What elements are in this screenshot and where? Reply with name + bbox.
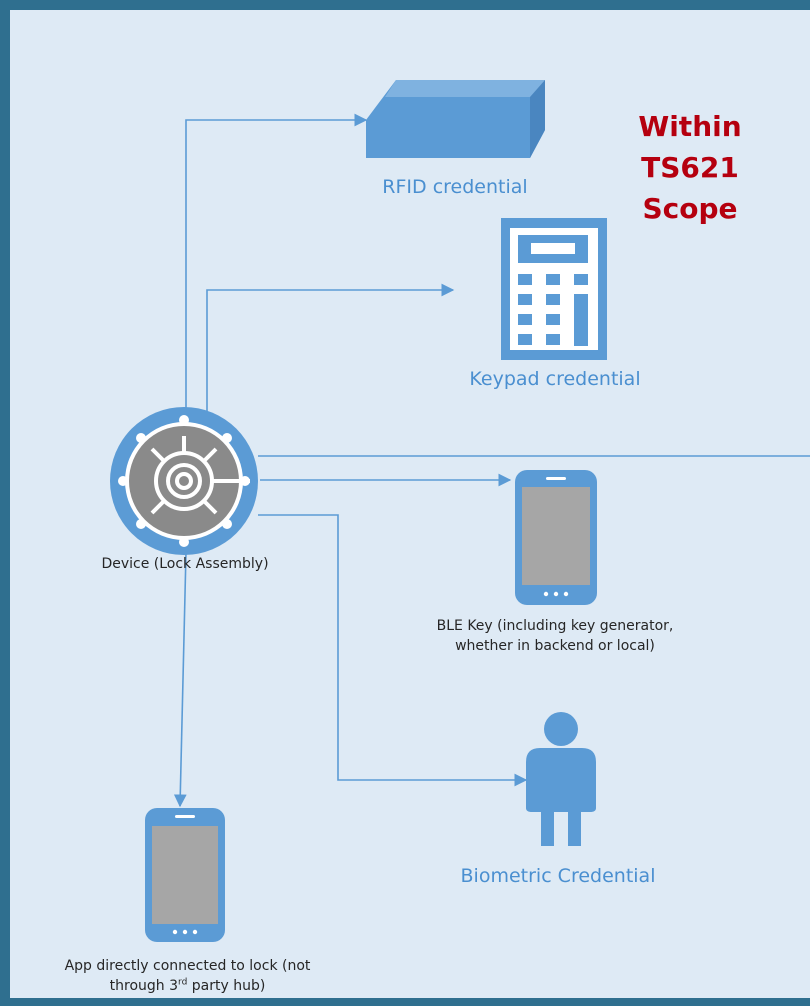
ble-smartphone-icon — [515, 470, 597, 605]
biometric-label: Biometric Credential — [460, 865, 656, 887]
app-label: App directly connected to lock (not thro… — [25, 956, 350, 996]
device-label: Device (Lock Assembly) — [101, 556, 269, 572]
app-label-line-2-post: party hub) — [187, 978, 266, 994]
connectors — [173, 113, 810, 808]
ble-label-line-1: BLE Key (including key generator, — [436, 618, 674, 634]
person-icon — [526, 712, 596, 846]
app-label-line-2-sup: rd — [178, 977, 188, 988]
connector-device-to-app — [173, 551, 187, 808]
scope-line-2: TS621 — [641, 151, 739, 184]
app-label-line-2: through 3rd party hub) — [25, 976, 350, 996]
app-label-line-1: App directly connected to lock (not — [64, 958, 311, 974]
app-label-line-2-pre: through 3 — [109, 978, 179, 994]
scope-title: Within TS621 Scope — [600, 106, 780, 229]
connector-device-to-biometric — [258, 514, 528, 787]
scope-line-3: Scope — [642, 192, 738, 225]
rfid-card-icon — [366, 80, 545, 158]
connector-device-to-rfid — [185, 113, 368, 412]
connector-device-to-keypad — [206, 283, 455, 412]
scope-line-1: Within — [638, 110, 742, 143]
rfid-label: RFID credential — [382, 176, 528, 198]
keypad-icon — [501, 218, 607, 360]
lock-assembly-icon — [110, 407, 258, 555]
keypad-label: Keypad credential — [469, 368, 641, 390]
ble-label: BLE Key (including key generator, whethe… — [400, 616, 710, 656]
ble-label-line-2: whether in backend or local) — [455, 638, 655, 654]
app-smartphone-icon — [145, 808, 225, 942]
